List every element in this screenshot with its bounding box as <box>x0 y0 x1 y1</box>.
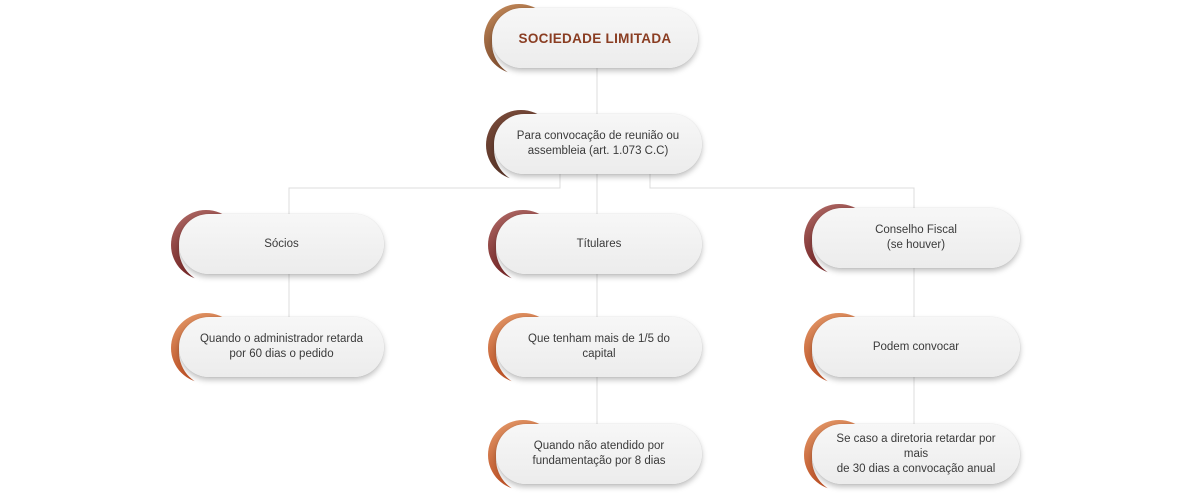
titulares-item-1: Que tenham mais de 1/5 do capital <box>488 313 702 387</box>
conselho-item-1: Podem convocar <box>804 313 1020 387</box>
conselho-label: Conselho Fiscal (se houver) <box>812 208 1020 268</box>
branch-header-socios: Sócios <box>171 210 384 284</box>
titulares-item-2: Quando não atendido por fundamentação po… <box>488 420 702 494</box>
root-node: SOCIEDADE LIMITADA <box>484 4 698 78</box>
connector-right-branch <box>649 170 915 210</box>
socios-item-1: Quando o administrador retarda por 60 di… <box>171 313 384 387</box>
conselho-item-1-label: Podem convocar <box>812 317 1020 377</box>
condition-label: Para convocação de reunião ou assembleia… <box>494 114 702 174</box>
conselho-item-2: Se caso a diretoria retardar por mais de… <box>804 420 1020 494</box>
branch-header-conselho-fiscal: Conselho Fiscal (se houver) <box>804 204 1020 278</box>
titulares-item-1-label: Que tenham mais de 1/5 do capital <box>496 317 702 377</box>
conselho-item-2-label: Se caso a diretoria retardar por mais de… <box>812 424 1020 484</box>
branch-header-titulares: Títulares <box>488 210 702 284</box>
socios-item-1-label: Quando o administrador retarda por 60 di… <box>179 317 384 377</box>
titulares-label: Títulares <box>496 214 702 274</box>
connector-left-branch <box>288 170 561 215</box>
socios-label: Sócios <box>179 214 384 274</box>
condition-node: Para convocação de reunião ou assembleia… <box>486 110 702 184</box>
root-label: SOCIEDADE LIMITADA <box>492 8 698 68</box>
titulares-item-2-label: Quando não atendido por fundamentação po… <box>496 424 702 484</box>
